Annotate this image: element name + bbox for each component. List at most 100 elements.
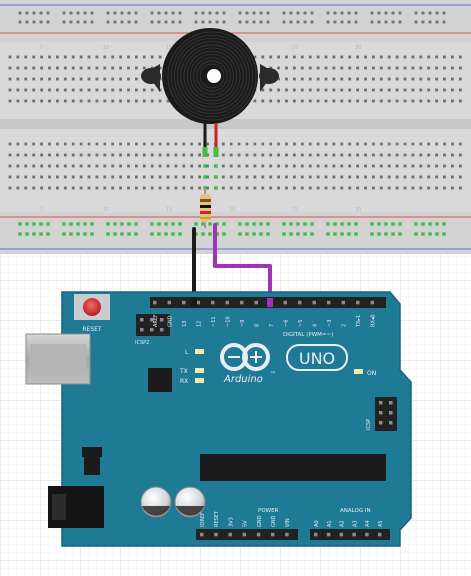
breadboard-hole [379,164,383,168]
header-pin[interactable] [254,300,259,305]
breadboard-hole [134,11,138,15]
connected-hole [289,232,293,236]
buzzer-sound-hole [207,69,221,83]
breadboard-hole [164,11,168,15]
pin-label: GND [271,515,277,527]
pin-label: TX▸1 [356,315,362,328]
breadboard-hole [316,88,320,92]
connected-hole [414,222,418,226]
breadboard-hole [387,175,391,179]
connected-hole [106,222,110,226]
breadboard-hole [8,99,12,103]
header-pin[interactable] [153,300,157,305]
breadboard-hole [79,186,83,190]
header-pin[interactable] [150,318,154,322]
breadboard-hole [340,20,344,24]
breadboard-hole [166,186,170,190]
breadboard-hole [379,142,383,146]
breadboard-hole [403,164,407,168]
breadboard-hole [427,175,431,179]
breadboard-hole [79,164,83,168]
header-pin[interactable] [242,532,247,537]
header-pin[interactable] [182,300,186,305]
header-pin[interactable] [379,421,383,425]
header-pin[interactable] [256,532,261,537]
breadboard-hole [458,142,462,146]
breadboard-hole [427,186,431,190]
header-pin[interactable] [140,328,144,332]
header-pin[interactable] [379,411,383,415]
header-pin[interactable] [228,532,232,537]
header-pin[interactable] [140,318,144,322]
breadboard-hole [324,99,328,103]
breadboard-hole [300,186,304,190]
breadboard-hole [451,99,454,103]
header-pin[interactable] [314,532,318,537]
breadboard-hole [222,11,226,15]
breadboard-hole [208,11,212,15]
breadboard-hole [293,164,296,168]
col-num: 10 [103,207,109,213]
header-pin[interactable] [356,300,360,305]
breadboard-hole [62,20,66,24]
header-pin[interactable] [225,300,230,305]
header-pin[interactable] [271,532,275,537]
header-pin[interactable] [389,411,393,415]
piezo-buzzer-icon[interactable] [141,28,279,157]
header-pin[interactable] [160,328,164,332]
header-pin[interactable] [326,532,331,537]
breadboard-hole [458,55,462,59]
breadboard-hole [111,153,115,157]
header-pin[interactable] [352,532,356,537]
header-pin[interactable] [211,300,215,305]
pin-label: ~11 [211,316,217,327]
breadboard-hole [372,142,375,146]
wire-purple[interactable] [213,223,272,302]
breadboard-hole [76,20,80,24]
header-pin[interactable] [327,300,331,305]
breadboard-hole [201,20,205,24]
breadboard-hole [435,186,438,190]
header-pin[interactable] [378,532,382,537]
header-pin[interactable] [365,532,369,537]
header-pin[interactable] [196,300,201,305]
header-pin[interactable] [285,532,289,537]
breadboard-hole [421,20,425,24]
header-pin[interactable] [389,401,393,405]
pin-label: RESET [214,510,220,527]
breadboard-hole [48,164,51,168]
header-pin[interactable] [370,300,375,305]
col-num: 15 [166,45,172,51]
breadboard-hole [332,55,336,59]
header-pin[interactable] [200,532,204,537]
header-pin[interactable] [167,300,172,305]
icsp-label: ICSP [366,419,372,430]
header-pin[interactable] [312,300,317,305]
breadboard-hole [332,77,336,81]
header-pin[interactable] [339,532,344,537]
header-pin[interactable] [160,318,164,322]
arduino-logo: Arduino ™ UNO [220,343,348,385]
header-pin[interactable] [283,300,288,305]
header-pin[interactable] [240,300,244,305]
header-pin[interactable] [298,300,302,305]
breadboard-hole [198,175,201,179]
reset-button[interactable]: RESET [74,294,110,333]
header-pin[interactable] [379,401,383,405]
connected-hole [69,222,73,226]
header-pin[interactable] [389,421,393,425]
breadboard-hole [63,164,67,168]
breadboard-hole [403,99,407,103]
breadboard-hole [237,175,241,179]
breadboard-hole [398,20,402,24]
resistor-icon[interactable] [200,188,211,228]
breadboard-hole [387,164,391,168]
header-pin[interactable] [341,300,346,305]
header-pin[interactable] [150,328,154,332]
breadboard-hole [190,186,194,190]
header-pin[interactable] [214,532,218,537]
breadboard-hole [384,20,388,24]
pin-label: 8 [255,324,261,327]
breadboard-hole [111,175,115,179]
